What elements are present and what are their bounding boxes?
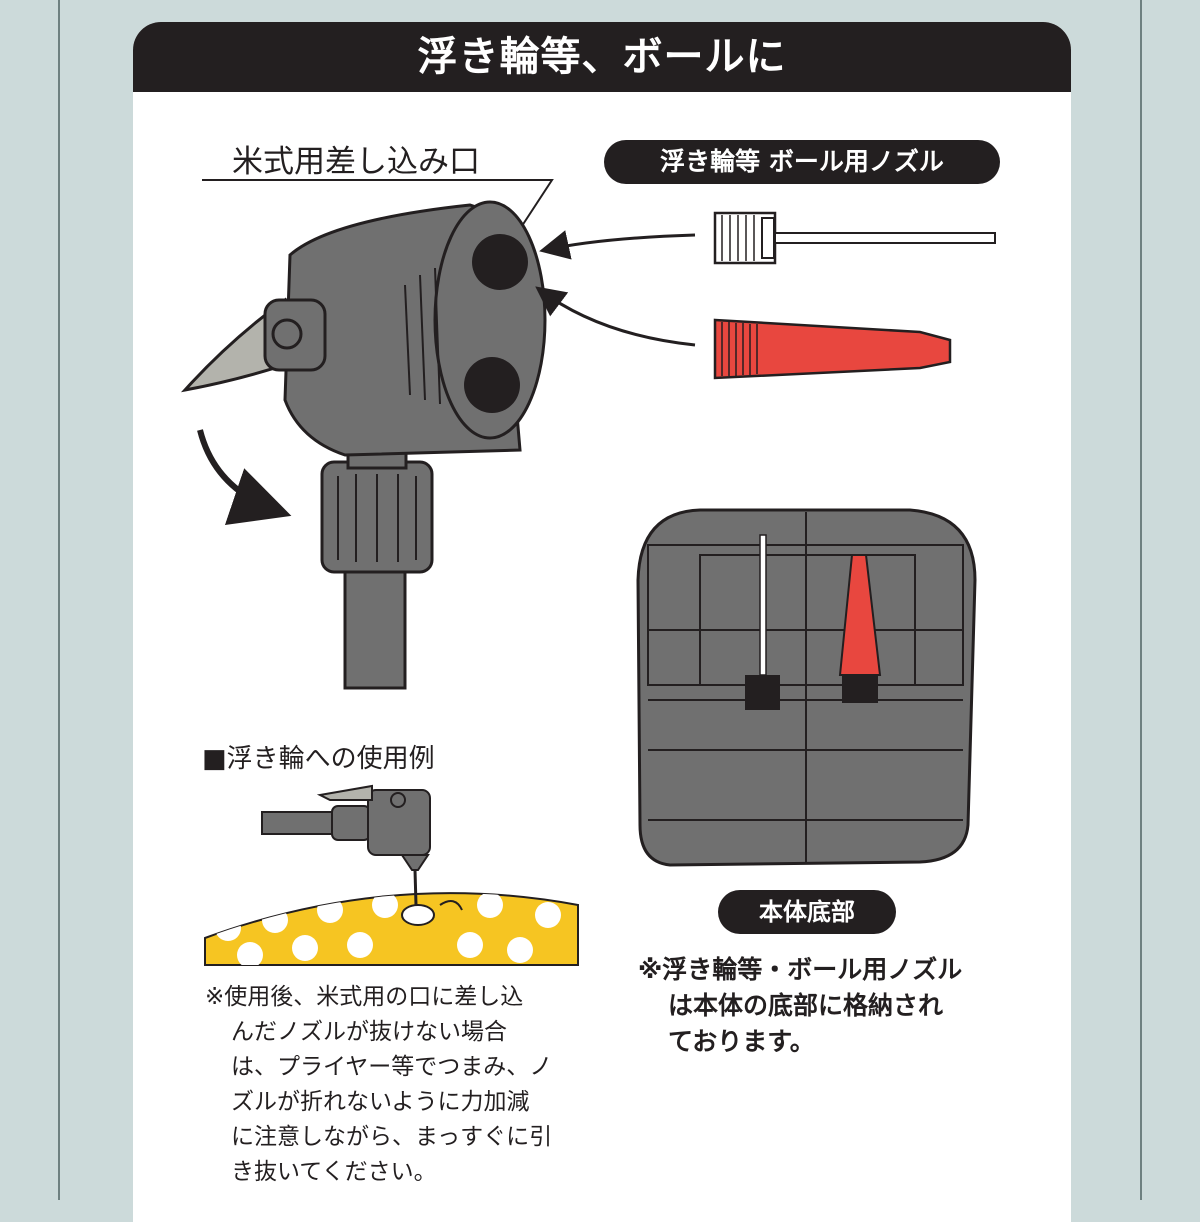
arrow-to-upper-port bbox=[539, 230, 696, 260]
left-border-line bbox=[58, 0, 60, 1200]
hose-collar bbox=[320, 438, 434, 574]
example-title: ■浮き輪への使用例 bbox=[202, 744, 435, 774]
float-ring-example bbox=[204, 892, 579, 966]
usage-note: ※使用後、米式用の口に差し込 んだノズルが抜けない場合 は、プライヤー等でつまみ… bbox=[205, 980, 552, 1190]
mini-pump bbox=[261, 784, 431, 906]
storage-note-line: ております。 bbox=[668, 1027, 815, 1056]
usage-note-line: んだノズルが抜けない場合 bbox=[231, 1019, 507, 1045]
usage-note-line: に注意しながら、まっすぐに引 bbox=[231, 1124, 553, 1150]
arrow-to-lower-port bbox=[535, 286, 696, 347]
storage-note: ※浮き輪等・ボール用ノズル は本体の底部に格納され ております。 bbox=[638, 952, 962, 1060]
usage-note-line: ※使用後、米式用の口に差し込 bbox=[205, 984, 524, 1010]
port-leader-line bbox=[202, 179, 554, 233]
needle-nozzle bbox=[713, 211, 996, 265]
us-valve-port-label: 米式用差し込み口 bbox=[232, 144, 480, 180]
lever-rotation-arrow bbox=[197, 429, 292, 526]
nozzle-title-badge: 浮き輪等 ボール用ノズル bbox=[604, 140, 1000, 184]
usage-note-line: は、プライヤー等でつまみ、ノ bbox=[231, 1054, 553, 1080]
body-bottom-badge: 本体底部 bbox=[718, 890, 896, 934]
right-border-line bbox=[1140, 0, 1142, 1200]
section-title: 浮き輪等、ボールに bbox=[133, 22, 1071, 92]
cone-nozzle bbox=[713, 318, 952, 380]
usage-note-line: き抜いてください。 bbox=[231, 1159, 437, 1185]
valve-holes bbox=[464, 234, 528, 413]
pump-lever bbox=[180, 297, 327, 393]
pump-base-bottom bbox=[636, 508, 977, 867]
pump-hose bbox=[343, 558, 407, 690]
storage-note-line: は本体の底部に格納され bbox=[668, 991, 944, 1020]
storage-note-line: ※浮き輪等・ボール用ノズル bbox=[638, 955, 963, 984]
usage-note-line: ズルが折れないように力加減 bbox=[231, 1089, 530, 1115]
